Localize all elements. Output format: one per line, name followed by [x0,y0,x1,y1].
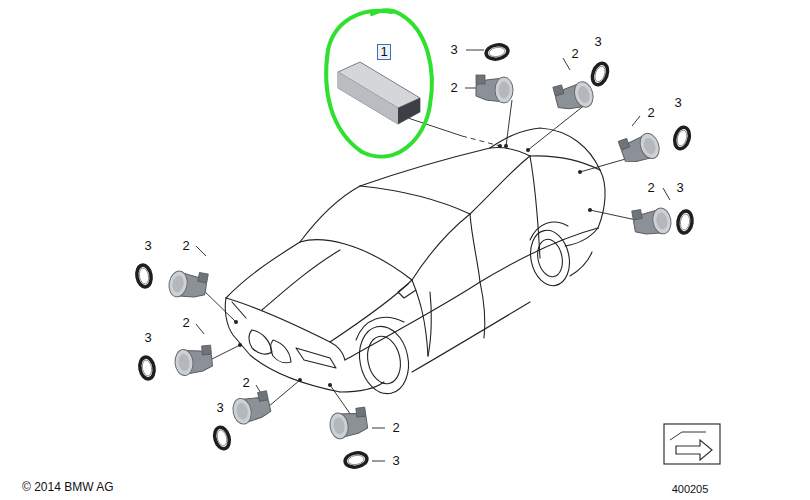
callout-number: 3 [144,331,151,345]
module-callout: 1 [377,44,390,60]
callout-number: 3 [676,181,683,195]
callout-number: 3 [216,401,223,415]
callout-number: 2 [242,376,249,390]
callout-number: 3 [594,35,601,49]
diagram-number: 400205 [672,483,709,495]
callout-number: 2 [182,316,189,330]
mount-dots [234,144,592,387]
callout-number: 3 [450,43,457,57]
leader-lines [196,50,670,461]
callout-number: 2 [450,81,457,95]
callout-number: 3 [392,454,399,468]
car-body [225,128,605,398]
highlight-circle [326,10,432,156]
callout-number: 2 [571,47,578,61]
control-module [338,62,420,124]
callout-number: 3 [674,96,681,110]
view-icon [664,424,720,464]
ring-parts [135,43,693,469]
copyright-note: © 2014 BMW AG [22,481,114,494]
callout-number: 2 [182,239,189,253]
callout-number: 2 [647,106,654,120]
callout-number: 3 [144,239,151,253]
callout-number: 2 [647,181,654,195]
callout-number: 2 [392,421,399,435]
